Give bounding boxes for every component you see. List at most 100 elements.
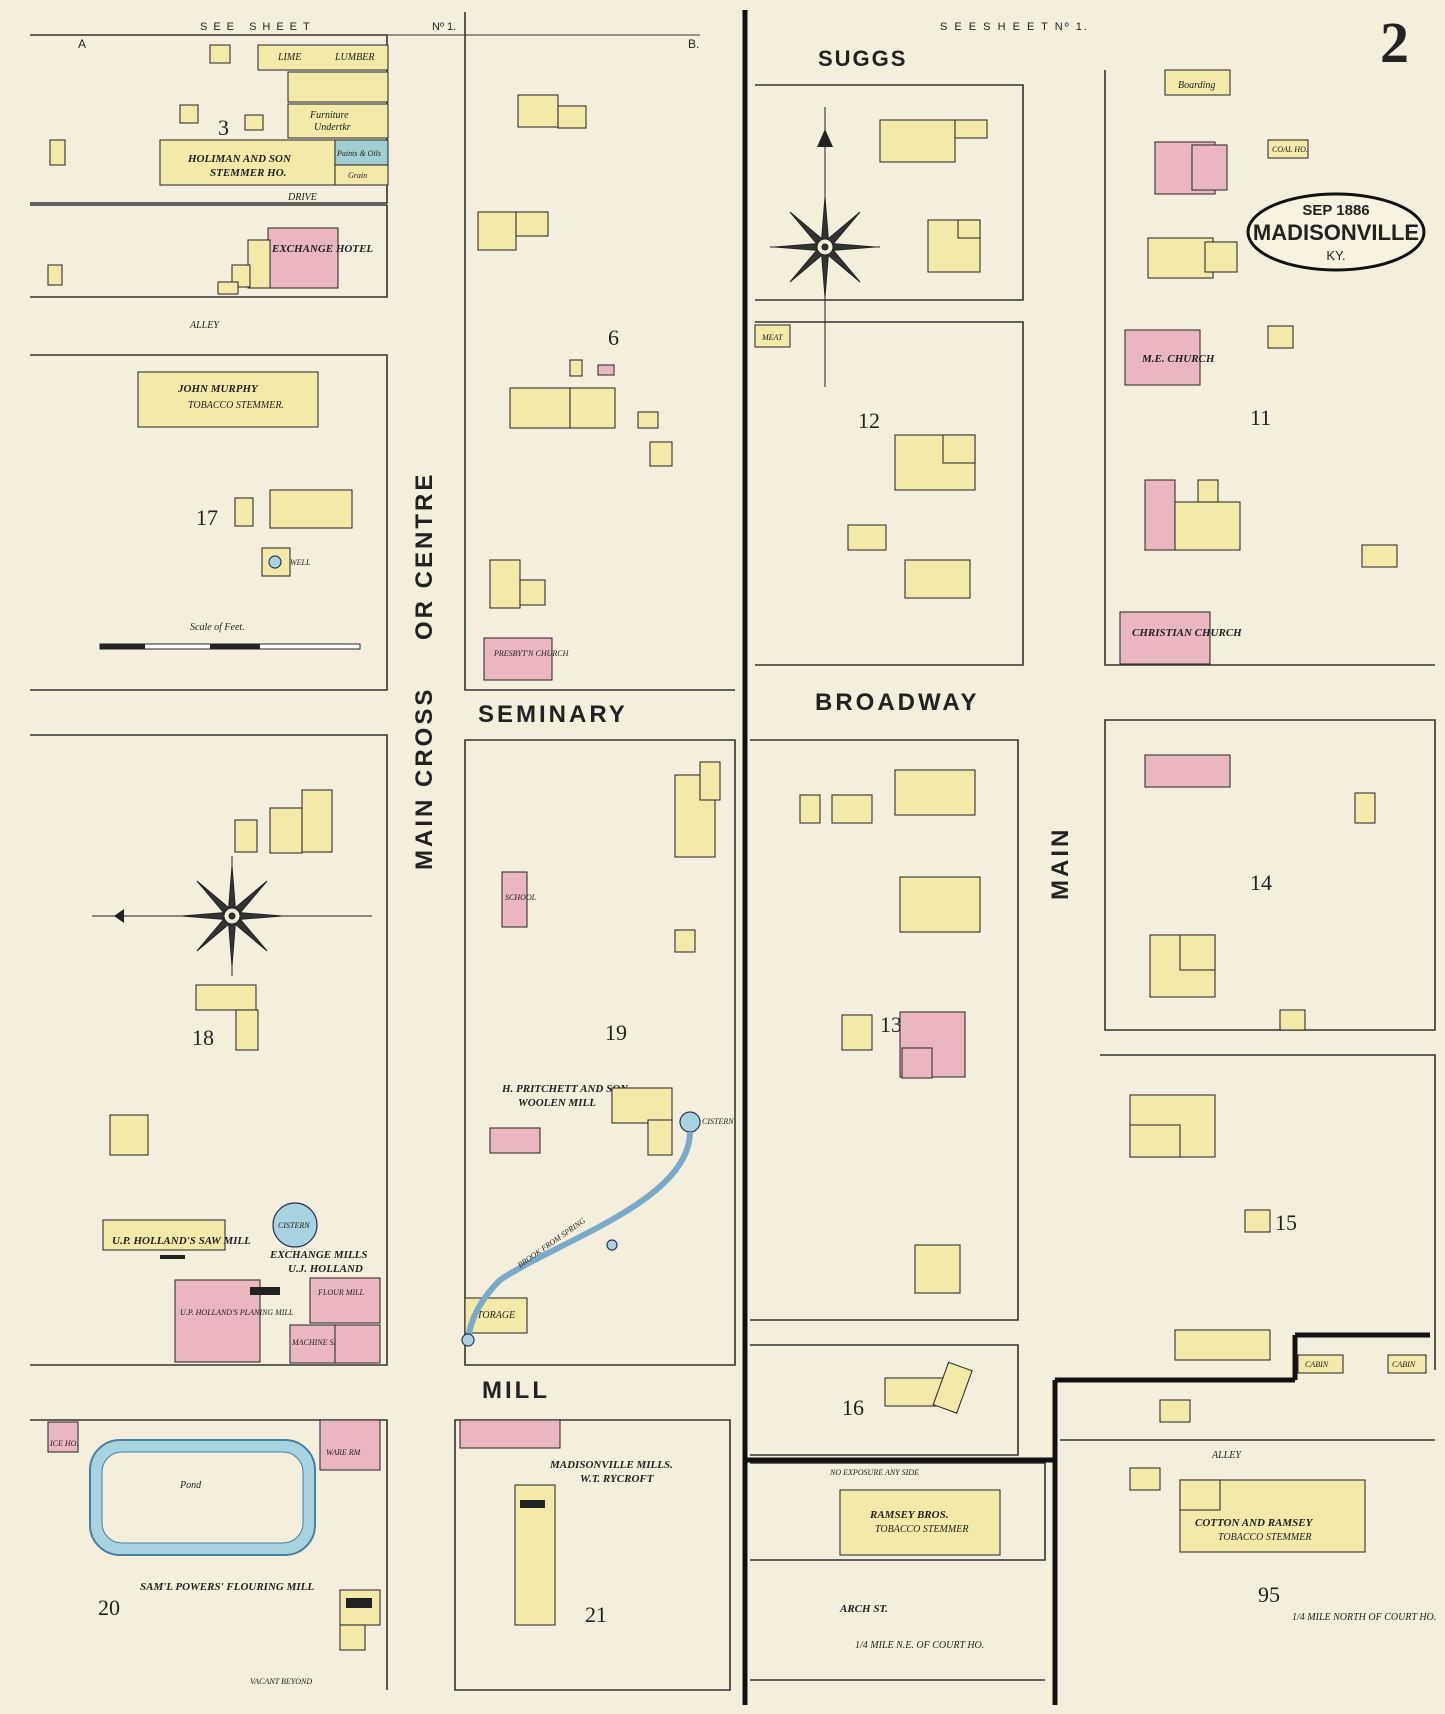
me-church-label: M.E. CHURCH bbox=[1141, 353, 1215, 365]
block-number-21: 21 bbox=[585, 1602, 607, 1627]
cotton-stemmer-label: TOBACCO STEMMER bbox=[1218, 1532, 1311, 1543]
furniture-label: Furniture bbox=[309, 110, 349, 121]
presbytn-label: PRESBYT'N CHURCH bbox=[493, 649, 570, 658]
scale-bar: Scale of Feet. bbox=[99, 622, 361, 650]
lime-label: LIME bbox=[277, 52, 301, 63]
machine-shop-label: MACHINE SHOP bbox=[291, 1338, 350, 1347]
block-number-13: 13 bbox=[880, 1012, 902, 1037]
street-seminary: SEMINARY bbox=[478, 701, 628, 728]
cistern-label-18: CISTERN bbox=[278, 1221, 310, 1230]
block-number-19: 19 bbox=[605, 1020, 627, 1045]
block-20: Pond WARE RM ICE HO. SAM'L POWERS' FLOUR… bbox=[47, 1419, 381, 1686]
brook-label: BROOK FROM SPRING bbox=[516, 1216, 587, 1270]
block-outlines bbox=[30, 12, 1436, 1691]
block-12-buildings: MEAT bbox=[754, 119, 988, 599]
block-11-buildings: Boarding COAL HO. M.E. CHURCH CHRISTIAN … bbox=[1119, 69, 1398, 665]
exchange-hotel: EXCHANGE HOTEL bbox=[47, 227, 373, 295]
block-18-buildings: U.P. HOLLAND'S SAW MILL CISTERN EXCHANGE… bbox=[102, 789, 381, 1364]
john-murphy-label: JOHN MURPHY bbox=[177, 383, 259, 395]
undertkr-label: Undertkr bbox=[314, 122, 351, 133]
block-number-12: 12 bbox=[858, 408, 880, 433]
block-number-15: 15 bbox=[1275, 1210, 1297, 1235]
uj-holland-label: U.J. HOLLAND bbox=[288, 1263, 363, 1275]
header-see-sheet: SEE SHEET bbox=[200, 21, 316, 33]
title-date: SEP 1886 bbox=[1302, 202, 1369, 219]
woolen-mill-label: WOOLEN MILL bbox=[518, 1097, 596, 1109]
block-number-17: 17 bbox=[196, 505, 218, 530]
john-murphy-stemmer: JOHN MURPHY TOBACCO STEMMER. bbox=[137, 371, 319, 428]
street-alley-right: ALLEY bbox=[1211, 1450, 1242, 1461]
sheet-number: 2 bbox=[1380, 10, 1409, 75]
block-numbers: 3 6 11 12 13 14 15 16 17 18 19 20 21 95 bbox=[98, 115, 1297, 1627]
header-corner-b: B. bbox=[688, 37, 699, 51]
street-suggs: SUGGS bbox=[818, 46, 907, 71]
flour-mill-label: FLOUR MILL bbox=[317, 1288, 365, 1297]
block-number-14: 14 bbox=[1250, 870, 1272, 895]
block-number-16: 16 bbox=[842, 1395, 864, 1420]
title-city: MADISONVILLE bbox=[1253, 220, 1419, 245]
block-3-buildings: LIME LUMBER Furniture Undertkr Paints & … bbox=[49, 44, 389, 186]
well-label: WELL bbox=[290, 558, 311, 567]
coal-ho-label: COAL HO. bbox=[1272, 145, 1308, 154]
title-state: KY. bbox=[1326, 248, 1345, 263]
ware-rm-label: WARE RM bbox=[326, 1448, 362, 1457]
street-broadway: BROADWAY bbox=[815, 689, 979, 716]
street-mill: MILL bbox=[482, 1377, 550, 1404]
ramsey-bros-stemmer: NO EXPOSURE ANY SIDE RAMSEY BROS. TOBACC… bbox=[829, 1468, 1001, 1651]
block-17-buildings: WELL bbox=[234, 489, 353, 577]
exchange-mills-label: EXCHANGE MILLS bbox=[269, 1249, 368, 1261]
street-or-centre: OR CENTRE bbox=[411, 472, 438, 640]
compass-rose-right bbox=[770, 107, 880, 387]
block-16-buildings bbox=[884, 1361, 973, 1414]
cabin-label-1: CABIN bbox=[1305, 1360, 1329, 1369]
ramsey-stemmer-label: TOBACCO STEMMER bbox=[875, 1524, 968, 1535]
cabin-label-2: CABIN bbox=[1392, 1360, 1416, 1369]
pond-label: Pond bbox=[179, 1480, 202, 1491]
street-drive: DRIVE bbox=[287, 192, 317, 203]
quarter-north-label: 1/4 MILE NORTH OF COURT HO. bbox=[1292, 1612, 1436, 1623]
paints-label: Paints & Oils bbox=[336, 149, 381, 158]
rycroft-label: W.T. RYCROFT bbox=[580, 1473, 655, 1485]
header-right-see-sheet: S E E S H E E T Nº 1. bbox=[940, 21, 1089, 33]
storage-label: STORAGE bbox=[472, 1310, 515, 1321]
block-number-20: 20 bbox=[98, 1595, 120, 1620]
block-19-buildings: SCHOOL H. PRITCHETT AND SON WOOLEN MILL … bbox=[461, 761, 734, 1347]
header-see-sheet-no: Nº 1. bbox=[432, 21, 456, 33]
block-95-buildings: COTTON AND RAMSEY TOBACCO STEMMER 1/4 MI… bbox=[1129, 1399, 1436, 1623]
up-holland-saw-label: U.P. HOLLAND'S SAW MILL bbox=[112, 1235, 251, 1247]
street-main-cross: MAIN CROSS bbox=[411, 687, 438, 870]
block-6-buildings: PRESBYT'N CHURCH bbox=[477, 94, 673, 681]
header: SEE SHEET Nº 1. A B. S E E S H E E T Nº … bbox=[30, 10, 1409, 75]
cotton-ramsey-label: COTTON AND RAMSEY bbox=[1195, 1517, 1314, 1529]
stemmer-ho-label: STEMMER HO. bbox=[210, 167, 286, 179]
exchange-hotel-label: EXCHANGE HOTEL bbox=[271, 243, 373, 255]
block-21: MADISONVILLE MILLS. W.T. RYCROFT bbox=[459, 1419, 673, 1626]
street-labels: SUGGS BROADWAY SEMINARY MILL MAIN MAIN C… bbox=[189, 46, 1242, 1615]
lumber-label: LUMBER bbox=[334, 52, 374, 63]
block-number-3: 3 bbox=[218, 115, 229, 140]
meat-label: MEAT bbox=[761, 333, 783, 342]
block-14-buildings bbox=[1144, 754, 1376, 1031]
ramsey-label: RAMSEY BROS. bbox=[869, 1509, 948, 1521]
no-exposure-label: NO EXPOSURE ANY SIDE bbox=[829, 1468, 919, 1477]
block-number-18: 18 bbox=[192, 1025, 214, 1050]
street-main: MAIN bbox=[1047, 827, 1074, 900]
block-13-buildings bbox=[799, 769, 981, 1294]
holiman-label: HOLIMAN AND SON bbox=[187, 153, 292, 165]
pritchett-label: H. PRITCHETT AND SON bbox=[501, 1083, 629, 1095]
madisonville-mills-label: MADISONVILLE MILLS. bbox=[549, 1459, 673, 1471]
vacant-beyond-label: VACANT BEYOND bbox=[250, 1677, 312, 1686]
street-alley-left: ALLEY bbox=[189, 320, 220, 331]
planing-mill-label: U.P. HOLLAND'S PLANING MILL bbox=[180, 1308, 294, 1317]
grain-label: Grain bbox=[348, 171, 367, 180]
compass-rose-left bbox=[92, 856, 372, 976]
block-number-11: 11 bbox=[1250, 405, 1271, 430]
ice-ho-label: ICE HO. bbox=[49, 1439, 78, 1448]
school-label: SCHOOL bbox=[505, 893, 537, 902]
scale-of-feet-label: Scale of Feet. bbox=[190, 622, 245, 633]
boarding-label: Boarding bbox=[1178, 80, 1215, 91]
christian-church-label: CHRISTIAN CHURCH bbox=[1132, 627, 1242, 639]
quarter-ne-label: 1/4 MILE N.E. OF COURT HO. bbox=[855, 1640, 984, 1651]
powers-label: SAM'L POWERS' FLOURING MILL bbox=[140, 1581, 314, 1593]
